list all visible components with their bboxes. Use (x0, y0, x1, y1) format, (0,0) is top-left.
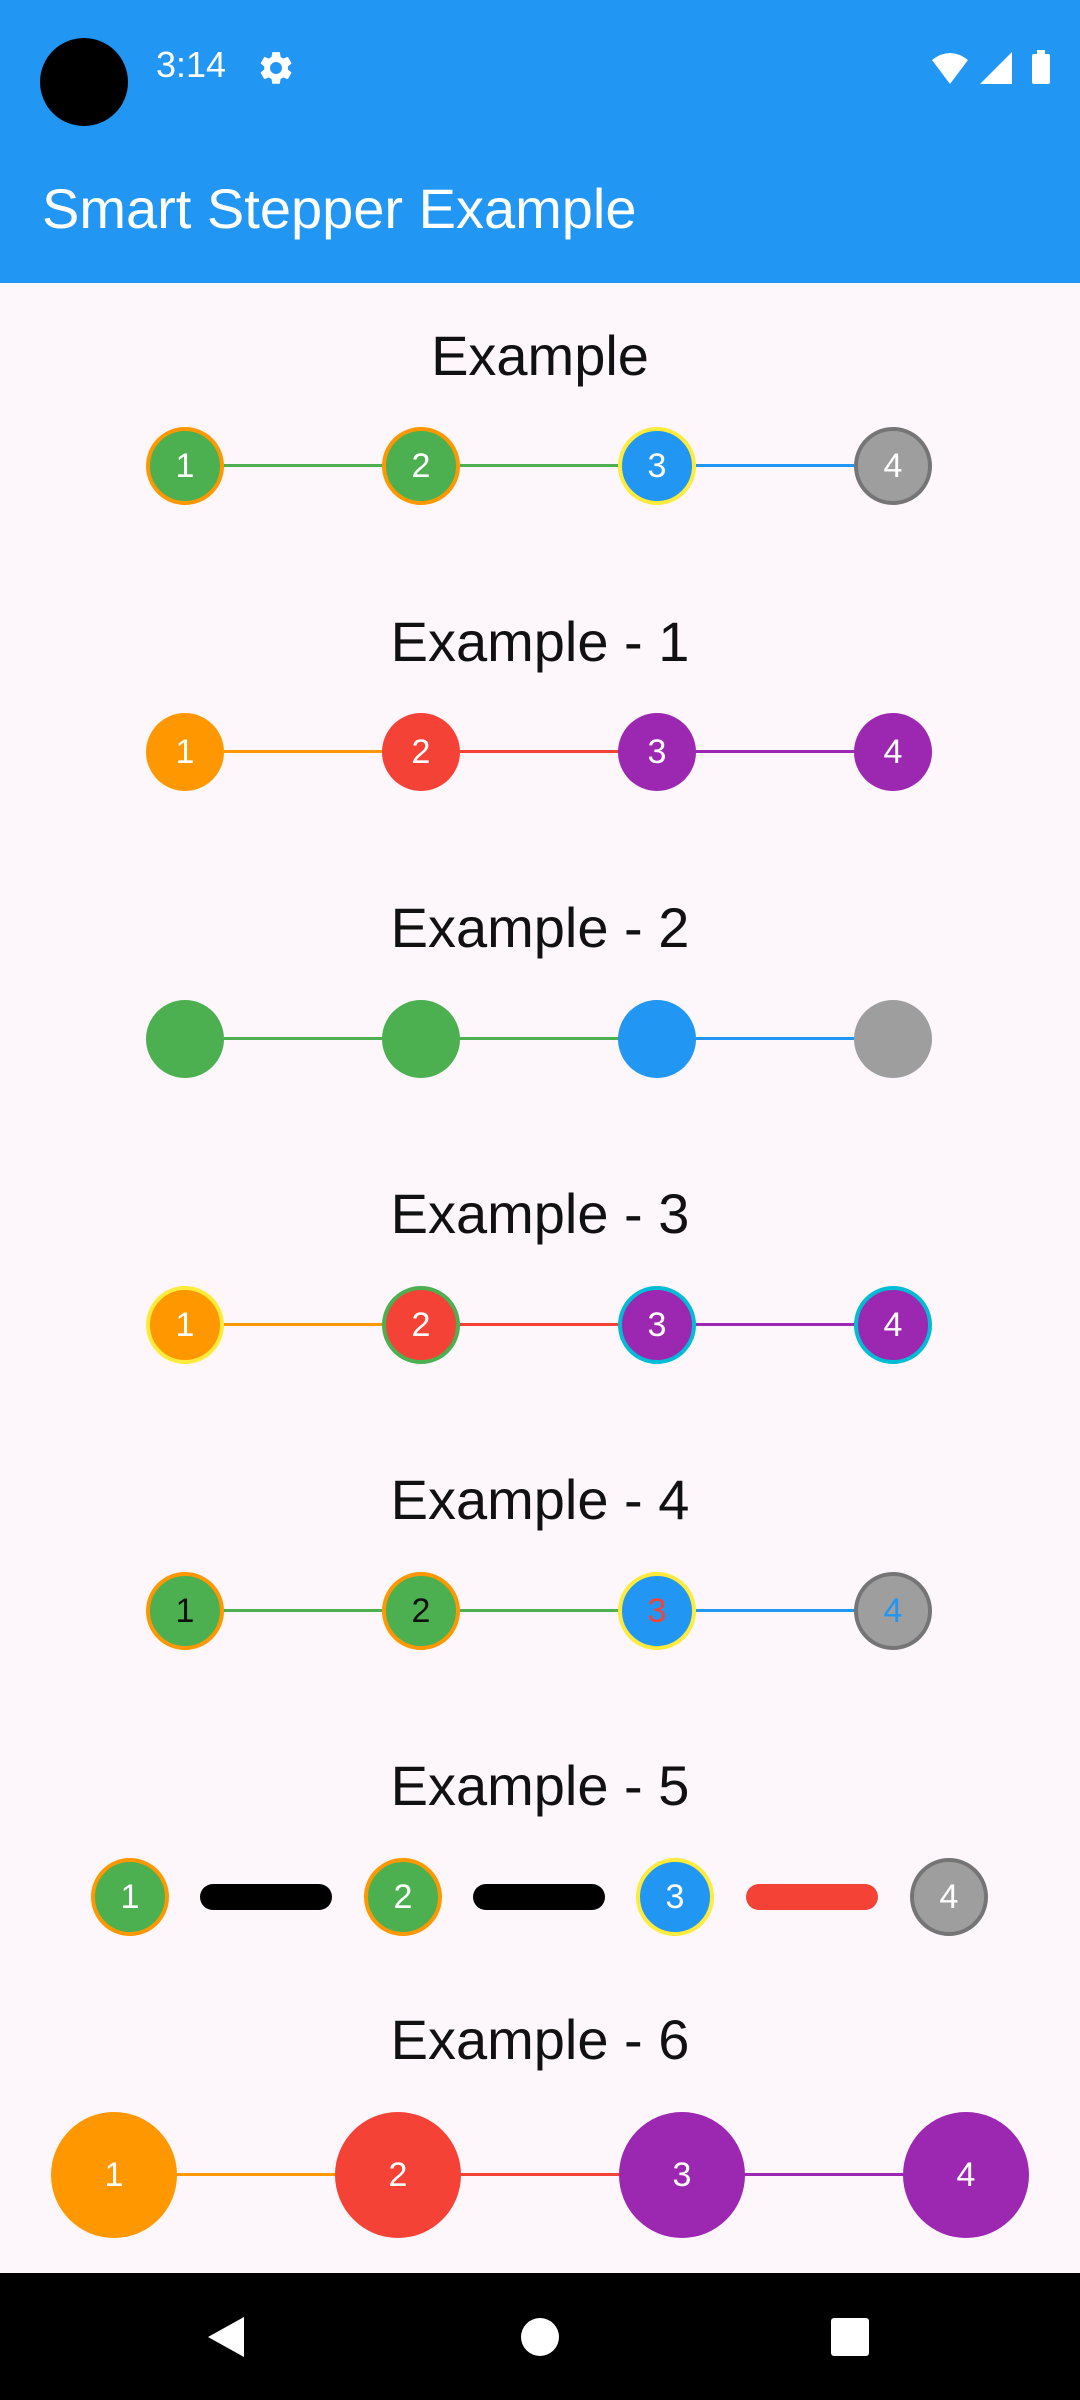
stepper-connector (460, 2173, 620, 2176)
step-circle[interactable]: 4 (854, 1572, 932, 1650)
stepper-connector (460, 1609, 620, 1612)
home-button[interactable] (480, 2273, 600, 2400)
stepper-connector (224, 464, 384, 467)
stepper-connector (224, 1037, 384, 1040)
battery-icon (1032, 50, 1050, 84)
back-button[interactable] (166, 2273, 286, 2400)
status-bar: 3:14 (0, 0, 1080, 130)
step-circle[interactable]: 1 (146, 713, 224, 791)
example-title: Example (431, 324, 649, 387)
example-title: Example - 2 (390, 896, 690, 959)
step-circle[interactable]: 2 (382, 1572, 460, 1650)
step-circle[interactable]: 4 (854, 427, 932, 505)
step-circle[interactable]: 3 (618, 427, 696, 505)
step-circle[interactable]: 4 (910, 1858, 988, 1936)
example-title: Example - 4 (390, 1468, 690, 1531)
step-circle[interactable]: 3 (618, 1572, 696, 1650)
stepper-connector (460, 1323, 620, 1326)
example-title: Example - 3 (390, 1182, 690, 1245)
stepper-connector (176, 2173, 336, 2176)
stepper-connector (460, 1037, 620, 1040)
step-circle[interactable] (618, 1000, 696, 1078)
recents-icon (831, 2317, 869, 2356)
stepper-connector (460, 750, 620, 753)
stepper-bar-connector (200, 1884, 332, 1910)
stepper-connector (696, 464, 856, 467)
example-title: Example - 5 (390, 1754, 690, 1817)
back-icon (208, 2316, 244, 2357)
stepper-connector (224, 1323, 384, 1326)
system-tray (932, 50, 1050, 84)
recents-button[interactable] (790, 2273, 910, 2400)
camera-cutout (40, 38, 128, 126)
stepper-connector (696, 750, 856, 753)
step-circle[interactable] (146, 1000, 224, 1078)
step-circle[interactable]: 4 (854, 713, 932, 791)
step-circle[interactable]: 3 (619, 2112, 745, 2238)
app-bar: Smart Stepper Example (0, 130, 1080, 283)
step-circle[interactable]: 3 (618, 713, 696, 791)
step-circle[interactable]: 3 (618, 1286, 696, 1364)
navigation-bar (0, 2273, 1080, 2400)
step-circle[interactable]: 1 (146, 1286, 224, 1364)
step-circle[interactable]: 1 (51, 2112, 177, 2238)
stepper-connector (696, 1037, 856, 1040)
example-title: Example - 6 (390, 2008, 690, 2071)
app-title: Smart Stepper Example (42, 177, 637, 240)
step-circle[interactable]: 2 (382, 427, 460, 505)
step-circle[interactable]: 4 (854, 1286, 932, 1364)
home-icon (521, 2317, 559, 2356)
stepper-connector (224, 750, 384, 753)
stepper-connector (696, 1323, 856, 1326)
step-circle[interactable]: 2 (335, 2112, 461, 2238)
stepper-bar-connector (746, 1884, 878, 1910)
stepper-connector (224, 1609, 384, 1612)
step-circle[interactable]: 2 (382, 1286, 460, 1364)
step-circle[interactable]: 1 (146, 427, 224, 505)
wifi-icon (932, 53, 968, 84)
stepper-list: Example 1 2 3 4 Example - 1 1 2 3 4 Exam… (0, 283, 1080, 2273)
step-circle[interactable]: 3 (636, 1858, 714, 1936)
step-circle[interactable]: 2 (382, 713, 460, 791)
stepper-bar-connector (473, 1884, 605, 1910)
stepper-connector (460, 464, 620, 467)
stepper-connector (696, 1609, 856, 1612)
step-circle[interactable]: 1 (146, 1572, 224, 1650)
signal-icon (980, 52, 1012, 84)
step-circle[interactable]: 4 (903, 2112, 1029, 2238)
example-title: Example - 1 (390, 610, 690, 673)
step-circle[interactable] (854, 1000, 932, 1078)
stepper-connector (744, 2173, 904, 2176)
gear-icon (260, 52, 292, 84)
status-time: 3:14 (156, 44, 227, 85)
step-circle[interactable]: 2 (364, 1858, 442, 1936)
step-circle[interactable] (382, 1000, 460, 1078)
step-circle[interactable]: 1 (91, 1858, 169, 1936)
